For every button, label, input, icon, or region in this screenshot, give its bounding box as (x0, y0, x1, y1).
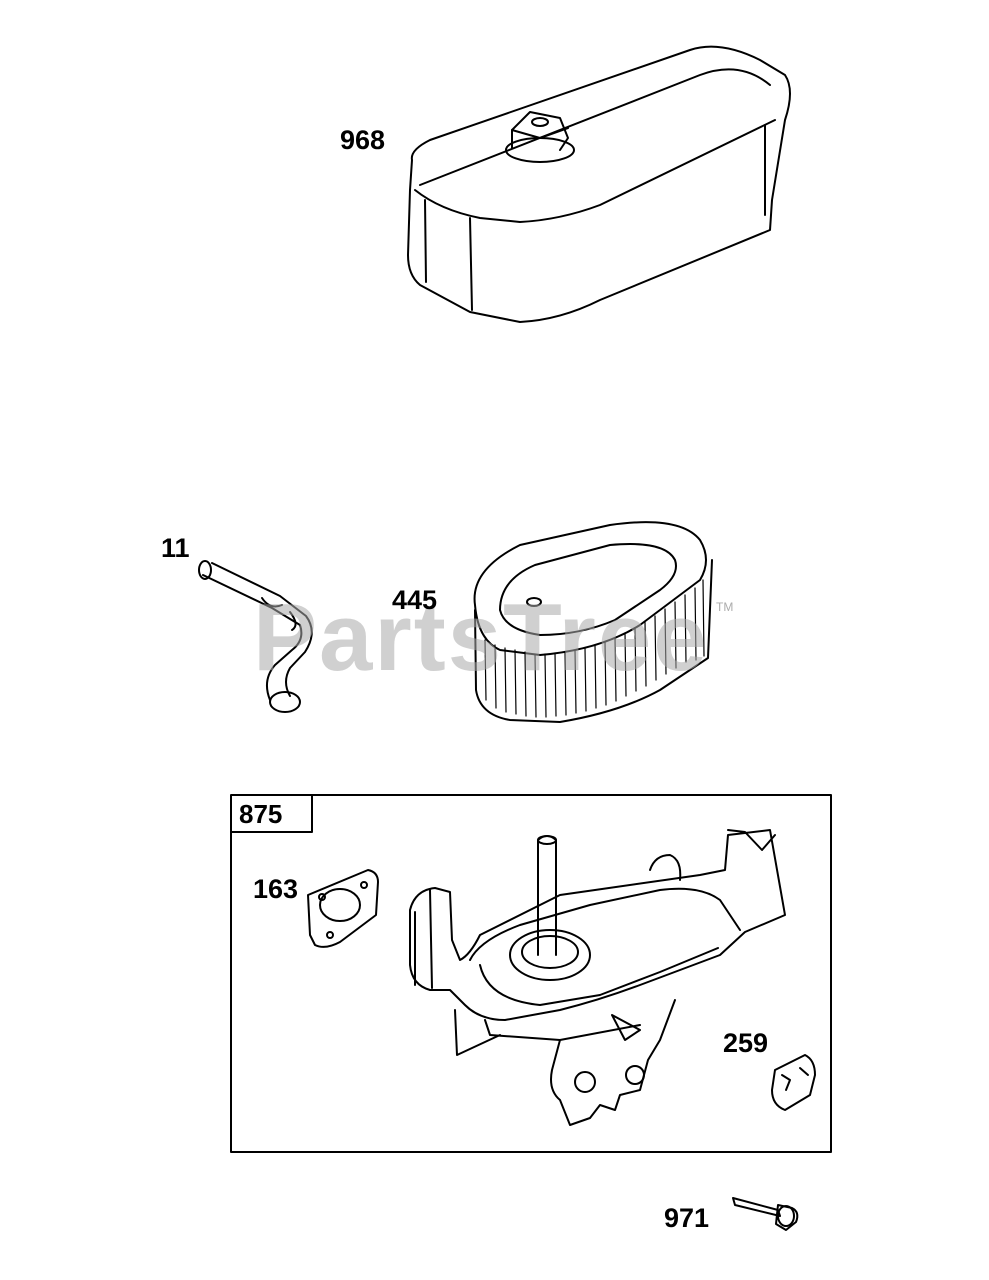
air-filter-drawing (473, 521, 713, 723)
kit-875-tag-frame (230, 794, 313, 833)
screw-drawing (732, 1197, 799, 1231)
part-label-971[interactable]: 971 (664, 1203, 710, 1233)
kit-875-frame (230, 794, 832, 1153)
air-cleaner-cover-drawing (407, 45, 791, 323)
air-filter-pleats (484, 579, 705, 718)
part-label-968[interactable]: 968 (340, 125, 386, 155)
partstree-watermark: PartsTree (253, 584, 709, 691)
part-label-445[interactable]: 445 (392, 585, 438, 615)
clip-drawing (771, 1054, 816, 1111)
trademark-mark: TM (716, 600, 734, 614)
air-cleaner-base-drawing (409, 829, 786, 1126)
part-label-11[interactable]: 11 (161, 533, 190, 563)
part-label-259[interactable]: 259 (723, 1028, 769, 1058)
breather-tube-drawing (198, 560, 313, 713)
part-label-875[interactable]: 875 (239, 799, 283, 829)
part-label-163[interactable]: 163 (253, 874, 299, 904)
gasket-drawing (307, 869, 379, 948)
